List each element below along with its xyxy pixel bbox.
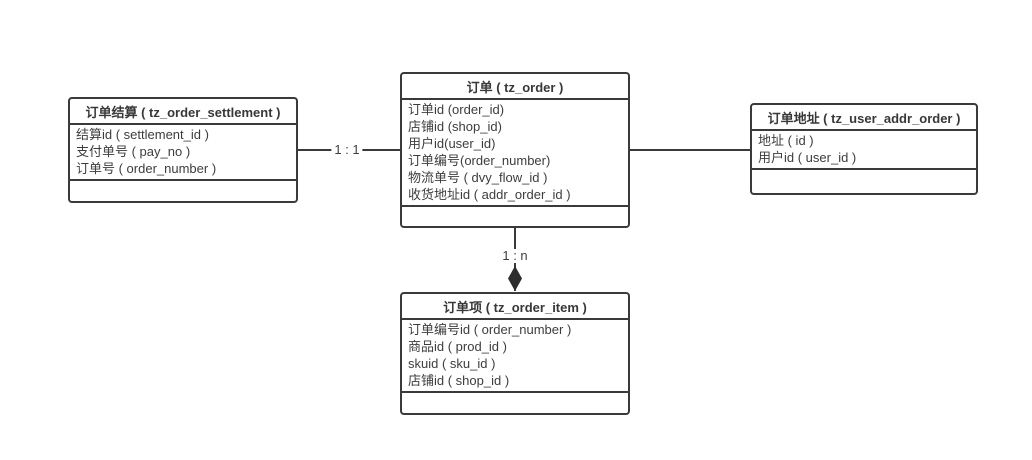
- entity-title: 订单结算 ( tz_order_settlement ): [70, 99, 296, 125]
- diamond-arrow-icon: [508, 266, 522, 291]
- entity-field: 订单id (order_id): [408, 102, 505, 117]
- entity-field: 订单号 ( order_number ): [76, 161, 217, 176]
- entity-field: skuid ( sku_id ): [408, 356, 496, 371]
- entity-field: 收货地址id ( addr_order_id ): [408, 187, 571, 202]
- entity-field: 用户id(user_id): [408, 136, 496, 151]
- entity-fields: 订单id (order_id) 店铺id (shop_id) 用户id(user…: [402, 100, 628, 207]
- entity-footer: [70, 181, 296, 201]
- entity-footer: [402, 393, 628, 413]
- entity-field: 地址 ( id ): [758, 133, 814, 148]
- entity-order-settlement: 订单结算 ( tz_order_settlement ) 结算id ( sett…: [68, 97, 298, 203]
- entity-field: 支付单号 ( pay_no ): [76, 144, 191, 159]
- entity-field: 订单编号id ( order_number ): [408, 322, 572, 337]
- entity-field: 结算id ( settlement_id ): [76, 127, 209, 142]
- entity-field: 店铺id (shop_id): [408, 119, 502, 134]
- cardinality-label-1-1: 1 : 1: [331, 143, 363, 157]
- entity-fields: 结算id ( settlement_id ) 支付单号 ( pay_no ) 订…: [70, 125, 296, 181]
- entity-title: 订单 ( tz_order ): [402, 74, 628, 100]
- entity-field: 店铺id ( shop_id ): [408, 373, 510, 388]
- entity-fields: 地址 ( id ) 用户id ( user_id ): [752, 131, 976, 170]
- connector-order-addr: [630, 149, 750, 151]
- entity-title: 订单地址 ( tz_user_addr_order ): [752, 105, 976, 131]
- entity-field: 用户id ( user_id ): [758, 150, 857, 165]
- entity-footer: [752, 170, 976, 193]
- entity-fields: 订单编号id ( order_number ) 商品id ( prod_id )…: [402, 320, 628, 393]
- cardinality-label-1-n: 1 : n: [499, 249, 531, 263]
- entity-field: 订单编号(order_number): [408, 153, 551, 168]
- entity-field: 商品id ( prod_id ): [408, 339, 507, 354]
- entity-field: 物流单号 ( dvy_flow_id ): [408, 170, 548, 185]
- entity-order: 订单 ( tz_order ) 订单id (order_id) 店铺id (sh…: [400, 72, 630, 228]
- entity-footer: [402, 207, 628, 226]
- entity-user-addr-order: 订单地址 ( tz_user_addr_order ) 地址 ( id ) 用户…: [750, 103, 978, 195]
- entity-title: 订单项 ( tz_order_item ): [402, 294, 628, 320]
- entity-order-item: 订单项 ( tz_order_item ) 订单编号id ( order_num…: [400, 292, 630, 415]
